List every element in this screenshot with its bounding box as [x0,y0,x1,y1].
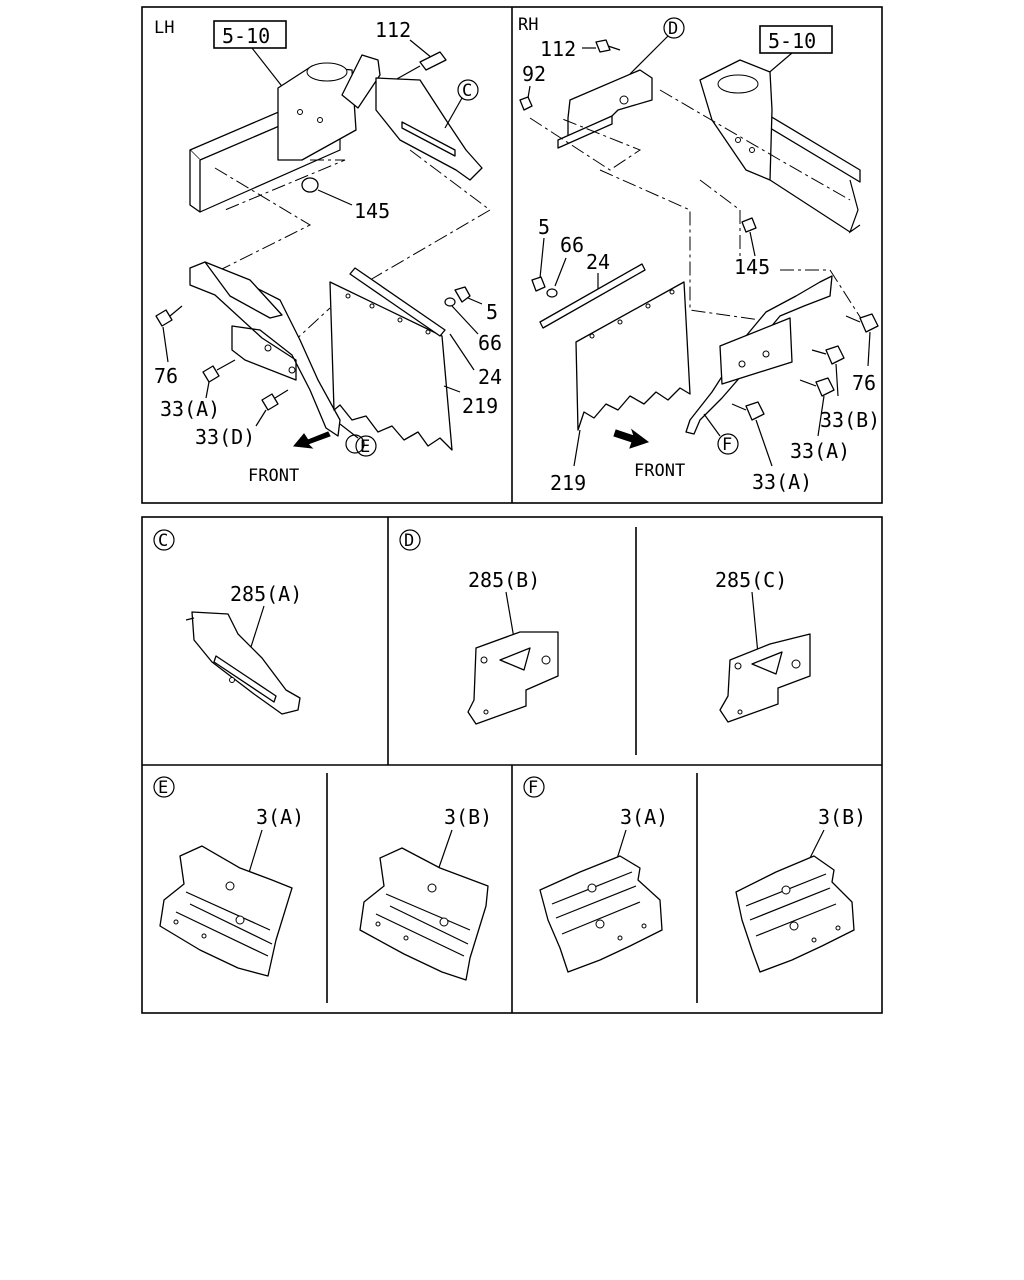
rh-ref-label: 5-10 [768,29,816,53]
detail-d: D 285(B) 285(C) [399,529,811,725]
lh-callout-5: 5 [486,300,498,324]
detail-f-marker [523,776,545,798]
rh-callout-5: 5 [538,215,550,239]
rh-front-arrow [613,428,650,449]
rh-side-label: RH [518,15,538,35]
lh-ref-label: 5-10 [222,24,270,48]
detail-f-part-3a: 3(A) [620,805,668,829]
lh-ref-e: E [360,437,370,457]
detail-c-marker [153,529,175,551]
lh-ref-c: C [462,81,472,101]
lh-nut-145 [301,177,319,193]
detail-f-stay-3a [539,855,663,973]
lh-front-label: FRONT [248,466,299,486]
detail-c-bracket-285a [191,611,301,715]
lh-washer-66 [444,297,456,307]
detail-e-part-3b: 3(B) [444,805,492,829]
rh-nut-92 [519,96,533,111]
rh-bracket-d [567,69,653,137]
rh-callout-112: 112 [540,37,576,61]
rh-callout-92: 92 [522,62,546,86]
rh-bolt-33a-upper [815,377,835,397]
rh-bolt-33b [825,345,845,365]
lh-strip-24 [349,267,446,337]
rh-ref-d-marker [663,17,685,39]
rh-strip-24 [539,263,646,329]
detail-e: E 3(A) 3(B) [153,776,492,981]
rh-nut-5 [531,276,546,292]
lh-bolt-33d [261,393,279,411]
rh-mudflap-219 [575,281,691,431]
lh-side-label: LH [154,18,174,38]
rh-callout-33a-upper: 33(A) [790,439,850,463]
detail-d-part-285c: 285(C) [715,568,787,592]
detail-e-marker [153,776,175,798]
rh-front-label: FRONT [634,461,685,481]
rh-callout-76: 76 [852,371,876,395]
detail-f: F 3(A) 3(B) [523,776,866,973]
lh-ref-box [213,20,287,49]
rh-bolt-112 [595,39,611,53]
detail-d-label: D [404,531,414,551]
lh-callout-112: 112 [375,18,411,42]
lh-nut-5 [454,286,471,303]
detail-c-label: C [158,531,168,551]
rh-callout-24: 24 [586,250,610,274]
lh-ref-c-marker [457,79,479,101]
rh-frame-rail [759,109,861,183]
lh-callout-24: 24 [478,365,502,389]
lh-bolt-76 [155,309,173,327]
rh-ref-d: D [668,19,678,39]
rh-ref-f: F [722,435,732,455]
rh-callout-66: 66 [560,233,584,257]
rh-callout-33a-lower: 33(A) [752,470,812,494]
rh-mudguard-stay [685,275,833,435]
detail-c-part-285a: 285(A) [230,582,302,606]
detail-d-part-285b: 285(B) [468,568,540,592]
rh-callout-145: 145 [734,255,770,279]
rh-ref-box [759,25,833,54]
lh-callout-76: 76 [154,364,178,388]
detail-f-part-3b: 3(B) [818,805,866,829]
rh-bolt-76 [859,313,879,333]
rh-callout-219: 219 [550,471,586,495]
detail-f-label: F [528,778,538,798]
lh-panel: LH 5-10 112 C 145 [154,18,502,486]
rh-panel: RH 5-10 D 112 92 [518,15,880,495]
detail-e-stay-3b [359,847,489,981]
detail-d-bracket-285c [719,633,811,723]
detail-d-bracket-285b [467,631,559,725]
detail-f-stay-3b [735,855,855,973]
lh-callout-66: 66 [478,331,502,355]
rh-nut-145 [741,217,757,233]
rh-washer-66 [546,288,558,298]
lh-mudflap-219 [329,281,453,451]
lh-callout-33a: 33(A) [160,397,220,421]
rh-bolt-33a-lower [745,401,765,421]
rh-ref-f-marker [717,433,739,455]
lh-bolt-112 [419,51,447,71]
detail-c: C 285(A) [153,529,302,715]
detail-e-part-3a: 3(A) [256,805,304,829]
lh-callout-33d: 33(D) [195,425,255,449]
rh-callout-33b: 33(B) [820,408,880,432]
detail-e-label: E [158,778,168,798]
detail-e-stay-3a [159,845,293,977]
lh-callout-219: 219 [462,394,498,418]
lh-callout-145: 145 [354,199,390,223]
lh-ref-e-marker [355,435,377,457]
lh-bolt-33a [202,365,220,383]
lh-front-arrow [293,431,331,449]
detail-d-marker [399,529,421,551]
